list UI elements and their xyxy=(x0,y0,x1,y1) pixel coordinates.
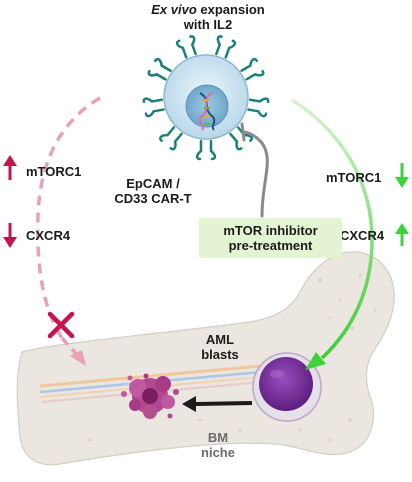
car-line1: EpCAM / xyxy=(126,176,180,191)
car-receptors xyxy=(142,35,270,161)
up-arrow-icon xyxy=(395,223,409,246)
expansion-line2: with IL2 xyxy=(183,17,233,32)
mtor-inhibitor-box: mTOR inhibitor pre-treatment xyxy=(199,218,342,258)
dna-icon xyxy=(199,92,216,131)
car-t-cell-in-niche xyxy=(252,352,322,422)
down-arrow-icon xyxy=(395,163,409,188)
aml-blasts-label: AML blasts xyxy=(190,332,250,362)
right-pathway-arrow xyxy=(291,98,374,370)
inhibition-line xyxy=(240,122,269,218)
cxcr4-left-label: CXCR4 xyxy=(26,228,71,243)
left-pathway-arrow xyxy=(35,96,101,366)
expansion-italic: Ex vivo xyxy=(151,2,197,17)
inhibitor-line2: pre-treatment xyxy=(228,238,313,253)
bm-line1: BM xyxy=(207,430,229,445)
x-cross-icon xyxy=(47,311,75,339)
bm-niche-label: BM niche xyxy=(193,430,243,460)
expansion-rest: expansion xyxy=(196,2,265,17)
car-line2: CD33 CAR-T xyxy=(114,191,192,206)
inhibitor-line1: mTOR inhibitor xyxy=(223,223,318,238)
cytotoxic-arrow xyxy=(182,396,253,412)
car-t-label: EpCAM / CD33 CAR-T xyxy=(104,176,202,206)
cxcr4-right-label: CXCR4 xyxy=(340,228,385,243)
expansion-label: Ex vivo expansion with IL2 xyxy=(145,2,271,32)
aml-line1: AML xyxy=(205,332,235,347)
up-arrow-icon xyxy=(3,155,17,180)
bm-line2: niche xyxy=(201,445,235,460)
expanding-t-cell xyxy=(163,54,249,140)
aml-line2: blasts xyxy=(201,347,239,362)
mtorc1-left-label: mTORC1 xyxy=(26,164,82,179)
mtorc1-right-label: mTORC1 xyxy=(326,170,382,185)
down-arrow-icon xyxy=(3,223,17,248)
aml-blasts-cluster xyxy=(121,373,179,419)
